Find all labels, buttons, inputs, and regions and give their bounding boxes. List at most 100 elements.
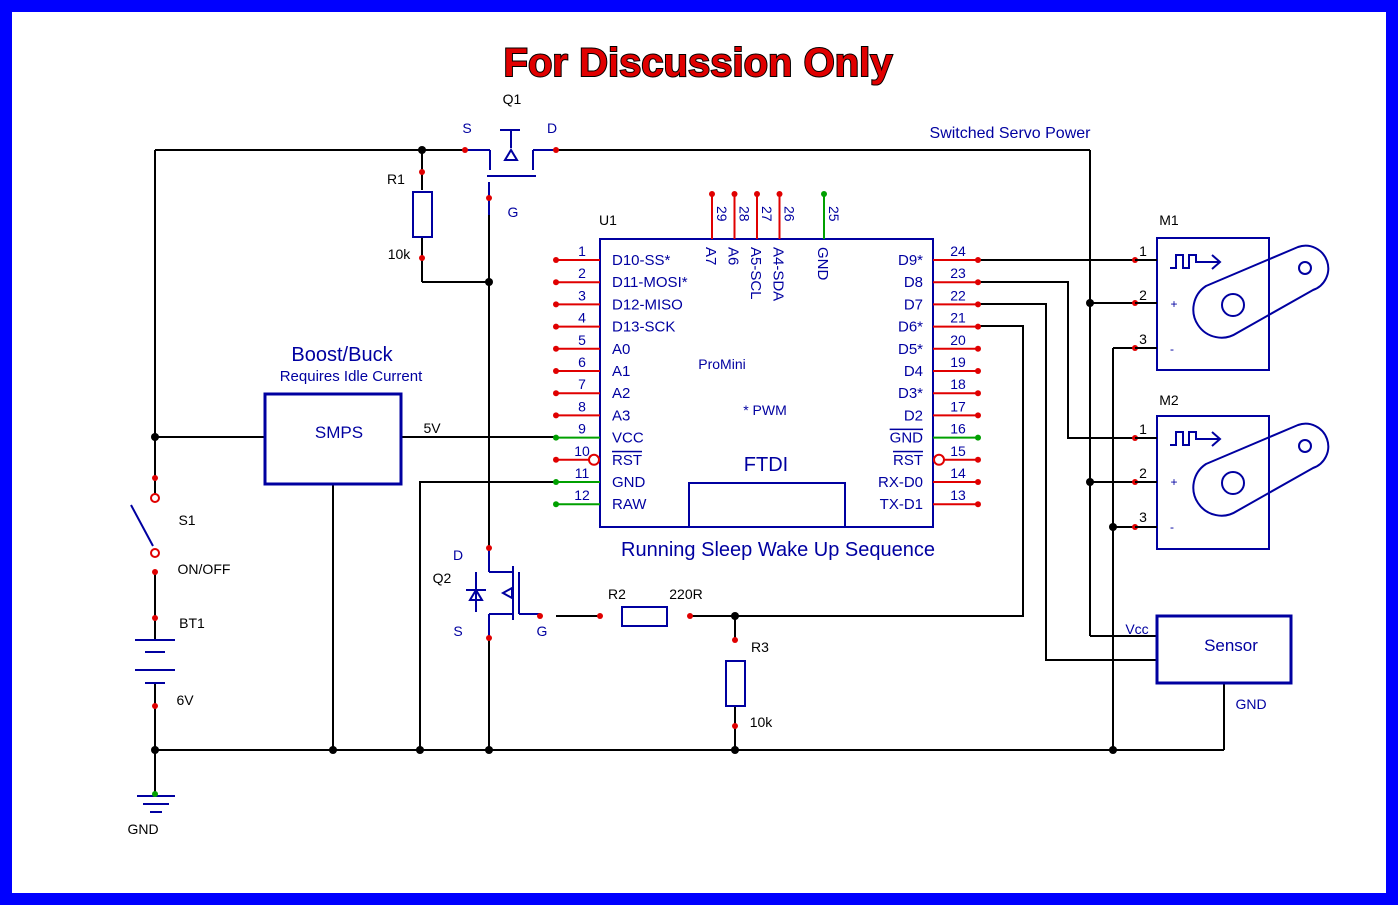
u1-ftdi-label: FTDI — [744, 454, 788, 476]
u1-right-pin-name: D9* — [898, 252, 923, 269]
sensor-gnd-label: GND — [1235, 696, 1266, 712]
u1-rst-bubble — [588, 453, 600, 466]
q1-source-label: S — [462, 120, 471, 136]
u1-caption: Running Sleep Wake Up Sequence — [621, 539, 935, 561]
u1-top-pin-name: A4-SDA — [770, 247, 787, 301]
u1-left-pin-dot — [553, 501, 559, 508]
u1-right-pin-number: 17 — [950, 398, 966, 414]
u1-right-pin-number: 13 — [950, 487, 966, 503]
u1-top-pin-number: 28 — [737, 206, 753, 222]
u1-left-pin-dot — [553, 323, 559, 330]
m1-pin2: 2 — [1139, 287, 1147, 303]
q2-ref: Q2 — [433, 570, 452, 586]
u1-right-pin-name: RST — [893, 452, 923, 469]
gnd-label: GND — [127, 821, 158, 837]
m2-pin1: 1 — [1139, 421, 1147, 437]
u1-right-pin-name: D3* — [898, 385, 923, 402]
u1-left-pin-name: A1 — [612, 363, 630, 380]
u1-left-pin-dot — [553, 390, 559, 397]
s1-switch: S1 ON/OFF — [130, 475, 231, 577]
u1-top-pin-number: 29 — [714, 206, 730, 222]
u1-top-pin-number: 26 — [782, 206, 798, 222]
q2-mosfet: D Q2 S G — [433, 545, 547, 641]
u1-left-pin-name: RST — [612, 452, 642, 469]
servo-horn-icon — [1192, 422, 1330, 517]
bt1-ref: BT1 — [179, 615, 205, 631]
u1-right-pin-dot — [975, 368, 981, 374]
m2-servo: M2 1 2 3 + - — [1132, 392, 1330, 550]
u1-top-pin-dot — [754, 191, 760, 197]
m2-ref: M2 — [1159, 392, 1179, 408]
u1-left-pin-name: GND — [612, 474, 646, 491]
u1-pwm-note: * PWM — [743, 402, 787, 418]
u1-left-pin-dot — [553, 479, 559, 485]
u1-left-pin-name: D13-SCK — [612, 319, 675, 336]
u1-top-pin-number: 27 — [759, 206, 775, 222]
u1-left-pin-number: 8 — [578, 398, 586, 414]
smps-title: Boost/Buck — [291, 344, 393, 366]
m2-minus: - — [1170, 520, 1174, 534]
smps-module: SMPS Boost/Buck Requires Idle Current 5V — [263, 344, 441, 486]
u1-right-pin-name: D5* — [898, 341, 923, 358]
u1-right-pin-number: 22 — [950, 287, 966, 303]
u1-top-pin-dot — [731, 191, 738, 197]
u1-left-pin-number: 1 — [578, 243, 586, 259]
u1-top-pin-dot — [709, 191, 715, 197]
r2-resistor: R2 220R — [597, 586, 703, 627]
u1-right-pin-number: 21 — [950, 310, 966, 326]
u1-right-pin-number: 18 — [950, 376, 966, 392]
u1-right-pin-number: 23 — [950, 265, 966, 281]
r2-value: 220R — [669, 586, 702, 602]
smps-subtitle: Requires Idle Current — [280, 368, 423, 385]
u1-right-pin-name: D4 — [904, 363, 923, 380]
u1-right-pin-number: 20 — [950, 332, 966, 348]
u1-top-pin-name: A6 — [725, 247, 742, 265]
sensor-vcc-label: Vcc — [1125, 621, 1148, 637]
u1-rst-bubble — [933, 453, 945, 466]
u1-left-pin-name: A0 — [612, 341, 630, 358]
pwm-pulse-icon — [1170, 431, 1222, 447]
u1-right-pin-number: 14 — [950, 465, 966, 481]
u1-left-pin-dot — [553, 345, 559, 352]
u1-left-pin-number: 12 — [574, 487, 590, 503]
u1-top-pin-dot — [776, 191, 783, 197]
u1-right-pin-dot — [975, 257, 981, 263]
u1-right-pin-number: 24 — [950, 243, 966, 259]
ground-symbol: GND — [127, 791, 175, 837]
q1-mosfet: Q1 S D G — [462, 91, 559, 220]
u1-right-pin-dot — [975, 301, 981, 308]
u1-left-pin-dot — [553, 434, 559, 441]
u1-right-pin-dot — [975, 434, 981, 441]
u1-left-pin-number: 3 — [578, 287, 586, 303]
u1-right-pin-dot — [975, 323, 981, 330]
u1-top-pin-dot — [821, 191, 827, 197]
r3-value: 10k — [750, 714, 774, 730]
u1-left-pin-number: 7 — [578, 376, 586, 392]
u1-right-pin-dot — [975, 501, 981, 508]
u1-left-pin-name: A3 — [612, 407, 630, 424]
title: For Discussion Only — [504, 41, 894, 85]
sensor-label: Sensor — [1204, 636, 1258, 655]
u1-left-pin-number: 2 — [578, 265, 586, 281]
u1-right-pin-name: D8 — [904, 274, 923, 291]
u1-left-pin-name: VCC — [612, 430, 644, 447]
u1-left-pin-number: 4 — [578, 310, 586, 326]
u1-left-pin-dot — [553, 368, 559, 374]
u1-right-pin-dot — [975, 412, 981, 419]
u1-right-pin-number: 19 — [950, 354, 966, 370]
s1-label: ON/OFF — [178, 561, 231, 577]
m2-pin3: 3 — [1139, 509, 1147, 525]
m1-pin1: 1 — [1139, 243, 1147, 259]
u1-left-pin-dot — [553, 279, 559, 286]
sensor-module: Sensor Vcc GND — [1125, 614, 1293, 712]
u1-left-pin-number: 9 — [578, 421, 586, 437]
u1-top-pin-name: GND — [814, 247, 831, 281]
m1-pin3: 3 — [1139, 331, 1147, 347]
m1-minus: - — [1170, 342, 1174, 356]
r1-ref: R1 — [387, 171, 405, 187]
u1-top-pin-name: A5-SCL — [747, 247, 764, 300]
bt1-battery: BT1 6V — [135, 615, 205, 709]
r3-ref: R3 — [751, 639, 769, 655]
